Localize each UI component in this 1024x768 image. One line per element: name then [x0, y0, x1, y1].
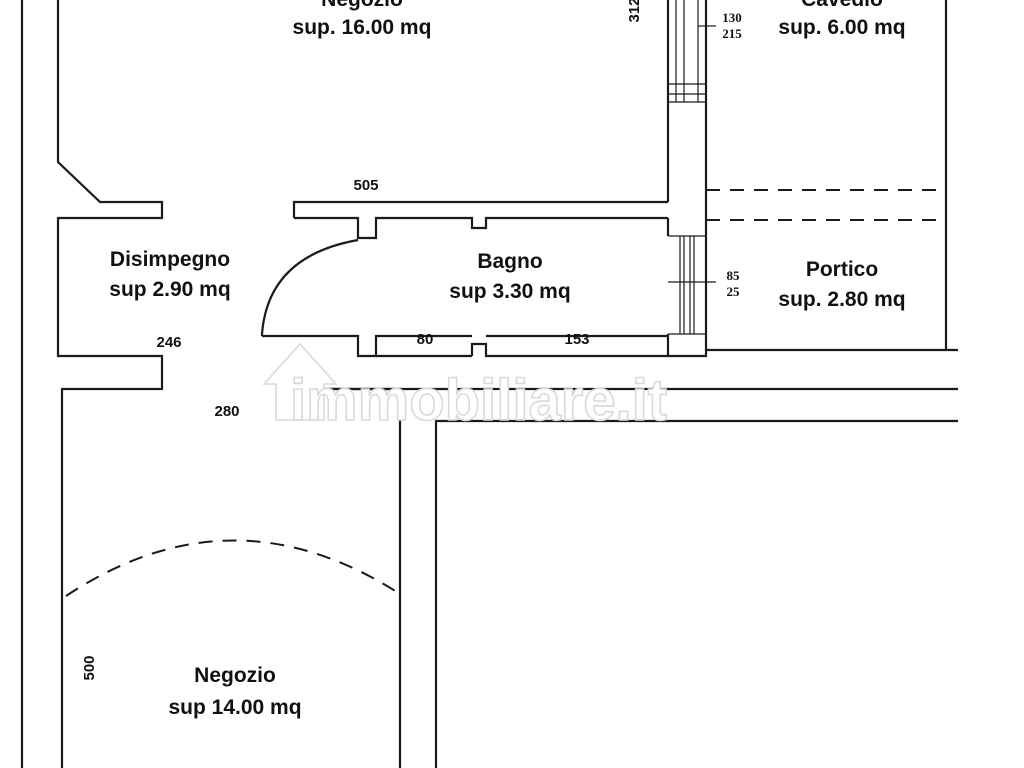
window-dim-portico-lower: 25 [727, 284, 741, 299]
room-area: sup. 2.80 mq [778, 288, 905, 311]
watermark-text: immobiliare.it [290, 368, 667, 433]
window-dim-top-upper: 130 [722, 10, 742, 25]
dimension-153: 153 [564, 331, 589, 348]
watermark: immobiliare.it [262, 342, 668, 434]
room-area: sup. 16.00 mq [293, 16, 432, 39]
room-name: Portico [806, 258, 878, 281]
room-portico: Portico sup. 2.80 mq [778, 258, 905, 311]
room-name: Negozio [194, 664, 276, 687]
window-dim-top-lower: 215 [722, 26, 742, 41]
dimension-280: 280 [214, 403, 239, 420]
dimension-246: 246 [156, 334, 181, 351]
room-name: Negozio [321, 0, 403, 11]
walls [20, 0, 958, 768]
dimension-500: 500 [81, 655, 98, 680]
door-swings [65, 238, 401, 597]
room-cavedio: Cavedio sup. 6.00 mq [778, 0, 905, 39]
room-area: sup 3.30 mq [449, 280, 570, 303]
dimension-labels: 505 246 280 80 153 500 312 130 215 85 25 [81, 0, 742, 681]
room-name: Disimpegno [110, 248, 230, 271]
room-area: sup 14.00 mq [168, 696, 301, 719]
room-negozio-bottom: Negozio sup 14.00 mq [168, 664, 301, 719]
room-negozio-top: Negozio sup. 16.00 mq [293, 0, 432, 39]
dimension-505: 505 [353, 177, 378, 194]
room-disimpegno: Disimpegno sup 2.90 mq [109, 248, 230, 301]
room-area: sup 2.90 mq [109, 278, 230, 301]
dimension-80: 80 [417, 331, 434, 348]
room-name: Bagno [477, 250, 542, 273]
window-dim-portico-upper: 85 [727, 268, 741, 283]
room-bagno: Bagno sup 3.30 mq [449, 250, 570, 303]
room-name: Cavedio [801, 0, 883, 11]
room-area: sup. 6.00 mq [778, 16, 905, 39]
dimension-312: 312 [626, 0, 643, 23]
